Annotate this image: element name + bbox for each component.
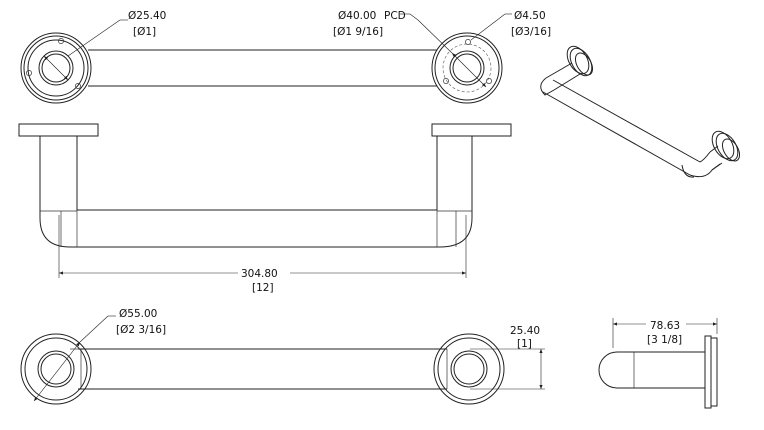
front-view — [18, 123, 512, 279]
dim-flange-dia: Ø55.00 — [119, 308, 157, 320]
dim-tube-dia: 25.40 — [510, 325, 540, 337]
dim-pcd-dia: Ø40.00 — [338, 10, 376, 22]
dim-flange-dia-inch: [Ø2 3/16] — [116, 324, 166, 336]
bar-inner-contour — [76, 136, 438, 211]
dim-projection: 78.63 — [650, 320, 680, 332]
top-left-flange — [20, 19, 128, 104]
dim-hole-dia: Ø4.50 — [514, 10, 546, 22]
dim-projection-inch: [3 1/8] — [647, 334, 682, 346]
screw-hole — [465, 39, 471, 45]
screw-hole — [58, 38, 64, 44]
top-view: Ø25.40 [Ø1] Ø40.00 PCD [Ø1 9/16] Ø4.50 [… — [20, 10, 551, 104]
pcd-dimension-line — [451, 52, 487, 88]
dia-55-leader — [79, 315, 109, 343]
dim-hole-dia-inch: [Ø3/16] — [511, 26, 551, 38]
hole-leader — [470, 13, 506, 41]
dim-flange-inner-dia-inch: [Ø1] — [133, 26, 156, 38]
dia-25-dimension-line — [43, 55, 69, 81]
bar-outer-contour — [39, 136, 473, 248]
screw-hole — [443, 78, 449, 84]
left-flange-plate — [18, 123, 99, 137]
dia-25-leader — [67, 19, 121, 57]
dia-55-dimension-line — [33, 341, 81, 402]
dim-length: 304.80 — [241, 268, 278, 280]
pcd-leader — [417, 19, 453, 54]
dim-flange-inner-dia: Ø25.40 — [128, 10, 166, 22]
dim-length-inch: [12] — [252, 282, 274, 294]
pcd-label: PCD — [384, 10, 406, 22]
isometric-view — [540, 45, 741, 178]
top-right-flange — [400, 13, 512, 104]
right-flange-plate — [431, 123, 512, 137]
screw-hole — [75, 83, 81, 89]
screw-hole — [26, 70, 32, 76]
pcd-circle — [442, 43, 492, 93]
bottom-view — [20, 315, 545, 405]
side-view — [598, 318, 718, 409]
dim-pcd-dia-inch: [Ø1 9/16] — [333, 26, 383, 38]
screw-hole — [486, 78, 492, 84]
dim-tube-dia-inch: [1] — [517, 338, 532, 350]
